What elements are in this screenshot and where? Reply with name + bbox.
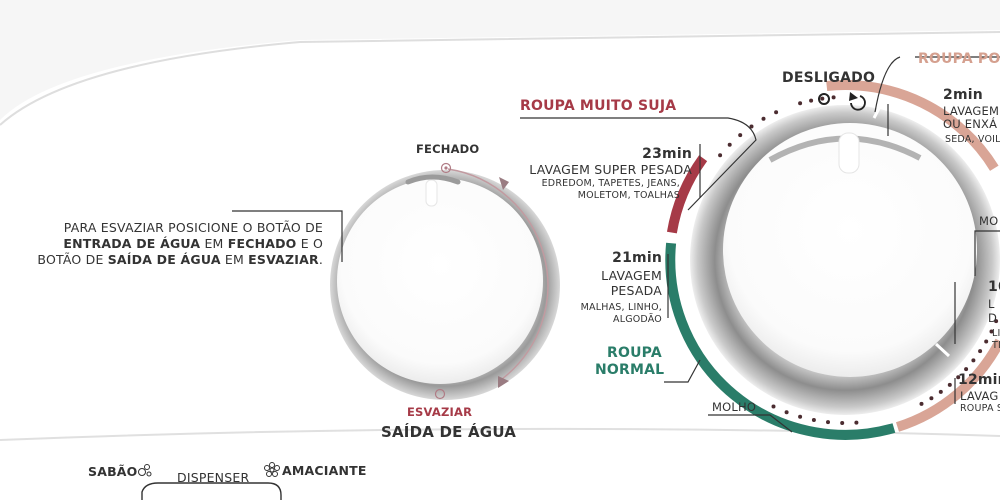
roupa-normal-label-2: NORMAL (595, 362, 665, 378)
dispenser-label: DISPENSER (177, 470, 250, 485)
cycle-10-name-2: D (988, 311, 998, 325)
cycle-dot (989, 329, 994, 334)
cycle-10-name-1: L (988, 297, 995, 311)
cycle-21-detail-2: ALGODÃO (613, 314, 662, 325)
roupa-pouco-suja-label: ROUPA POUCO SUJA (918, 51, 1000, 67)
dispenser-outline (141, 482, 282, 500)
cycle-dot (938, 389, 943, 394)
cycle-dot (826, 420, 830, 425)
esvaziar-label: ESVAZIAR (407, 405, 473, 419)
cycle-dot (854, 420, 859, 425)
cycle-dot (727, 142, 732, 147)
cycle-dot (956, 375, 961, 380)
bubbles-icon (138, 464, 152, 477)
cycle-dot (978, 349, 983, 354)
cycle-dot (784, 410, 789, 415)
cycle-dot (798, 414, 803, 419)
instruction-bracket (232, 210, 343, 262)
drain-knob[interactable] (330, 170, 560, 400)
rotate-icon (849, 92, 866, 111)
cycle-2-name-1: LAVAGEM (943, 104, 1000, 118)
cycle-10-detail-1: LI (992, 328, 1000, 339)
cycle-12-detail: ROUPA S (960, 403, 1000, 414)
cycle-dot (994, 319, 999, 324)
cycle-23-time: 23min (642, 146, 692, 162)
cycle-mo-label: MO (979, 214, 999, 228)
amaciante-label: AMACIANTE (282, 463, 367, 478)
fechado-label: FECHADO (416, 142, 480, 156)
cycle-dot (718, 153, 723, 158)
cycle-dot (771, 404, 776, 409)
cycle-dot (840, 421, 845, 425)
cycle-10-detail-2: TI (992, 340, 1000, 351)
cycle-dot (749, 124, 754, 129)
cycle-dot (971, 358, 976, 363)
cycle-12-name: LAVAG (960, 389, 999, 403)
cycle-21-name-1: LAVAGEM (601, 268, 662, 283)
cycle-dot (984, 339, 989, 344)
cycle-dot (964, 367, 969, 372)
cycle-arcs (665, 80, 1000, 440)
arc-light-bottom (895, 338, 1000, 432)
cycle-23-name: LAVAGEM SUPER PESADA (529, 162, 692, 177)
cycle-dot (919, 401, 924, 406)
cycle-dot (811, 418, 816, 422)
off-indicator-icon (818, 93, 830, 105)
arc-heavy (666, 155, 708, 234)
cycle-dot (798, 101, 803, 106)
panel-top-edge (0, 31, 1000, 126)
arc-normal (665, 242, 896, 440)
drain-instruction-line-3: BOTÃO DE SAÍDA DE ÁGUA EM ESVAZIAR. (37, 252, 323, 267)
drain-guide-arc (434, 162, 549, 400)
cycle-dot (831, 95, 836, 100)
sabao-label: SABÃO (88, 464, 138, 479)
cycle-23-detail-2: MOLETOM, TOALHAS (577, 190, 680, 201)
leader-lines (520, 56, 1000, 433)
molho-label: MOLHO (712, 400, 757, 414)
cycle-dot (809, 98, 814, 103)
cycle-dot (947, 382, 952, 387)
arc-light-top (826, 80, 999, 171)
cycle-23-detail-1: EDREDOM, TAPETES, JEANS, (541, 178, 680, 189)
cycle-2-name-2: OU ENXÁ (943, 117, 998, 131)
cycle-2-time: 2min (943, 87, 983, 103)
saida-de-agua-label: SAÍDA DE ÁGUA (381, 423, 517, 441)
roupa-muito-suja-label: ROUPA MUITO SUJA (520, 98, 677, 114)
drain-instruction-line-1: PARA ESVAZIAR POSICIONE O BOTÃO DE (63, 220, 323, 235)
cycle-dot (820, 96, 825, 101)
cycle-21-time: 21min (612, 250, 662, 266)
roupa-normal-label-1: ROUPA (607, 345, 662, 361)
cycle-dot (929, 396, 934, 401)
flower-icon (264, 462, 280, 477)
cycle-10-time: 10 (988, 279, 1000, 295)
cycle-dot (761, 116, 766, 121)
cycle-21-detail-1: MALHAS, LINHO, (580, 302, 662, 313)
cycle-12-time: 12min (958, 372, 1000, 388)
program-knob[interactable] (690, 105, 1000, 415)
drain-instruction-line-2: ENTRADA DE ÁGUA EM FECHADO E O (63, 236, 323, 251)
cycle-dot (774, 110, 779, 115)
cycle-dots (718, 95, 999, 425)
desligado-label: DESLIGADO (782, 70, 876, 86)
cycle-21-name-2: PESADA (610, 283, 662, 298)
cycle-dot (738, 133, 743, 138)
cycle-2-detail: SEDA, VOIL, (945, 134, 1000, 145)
